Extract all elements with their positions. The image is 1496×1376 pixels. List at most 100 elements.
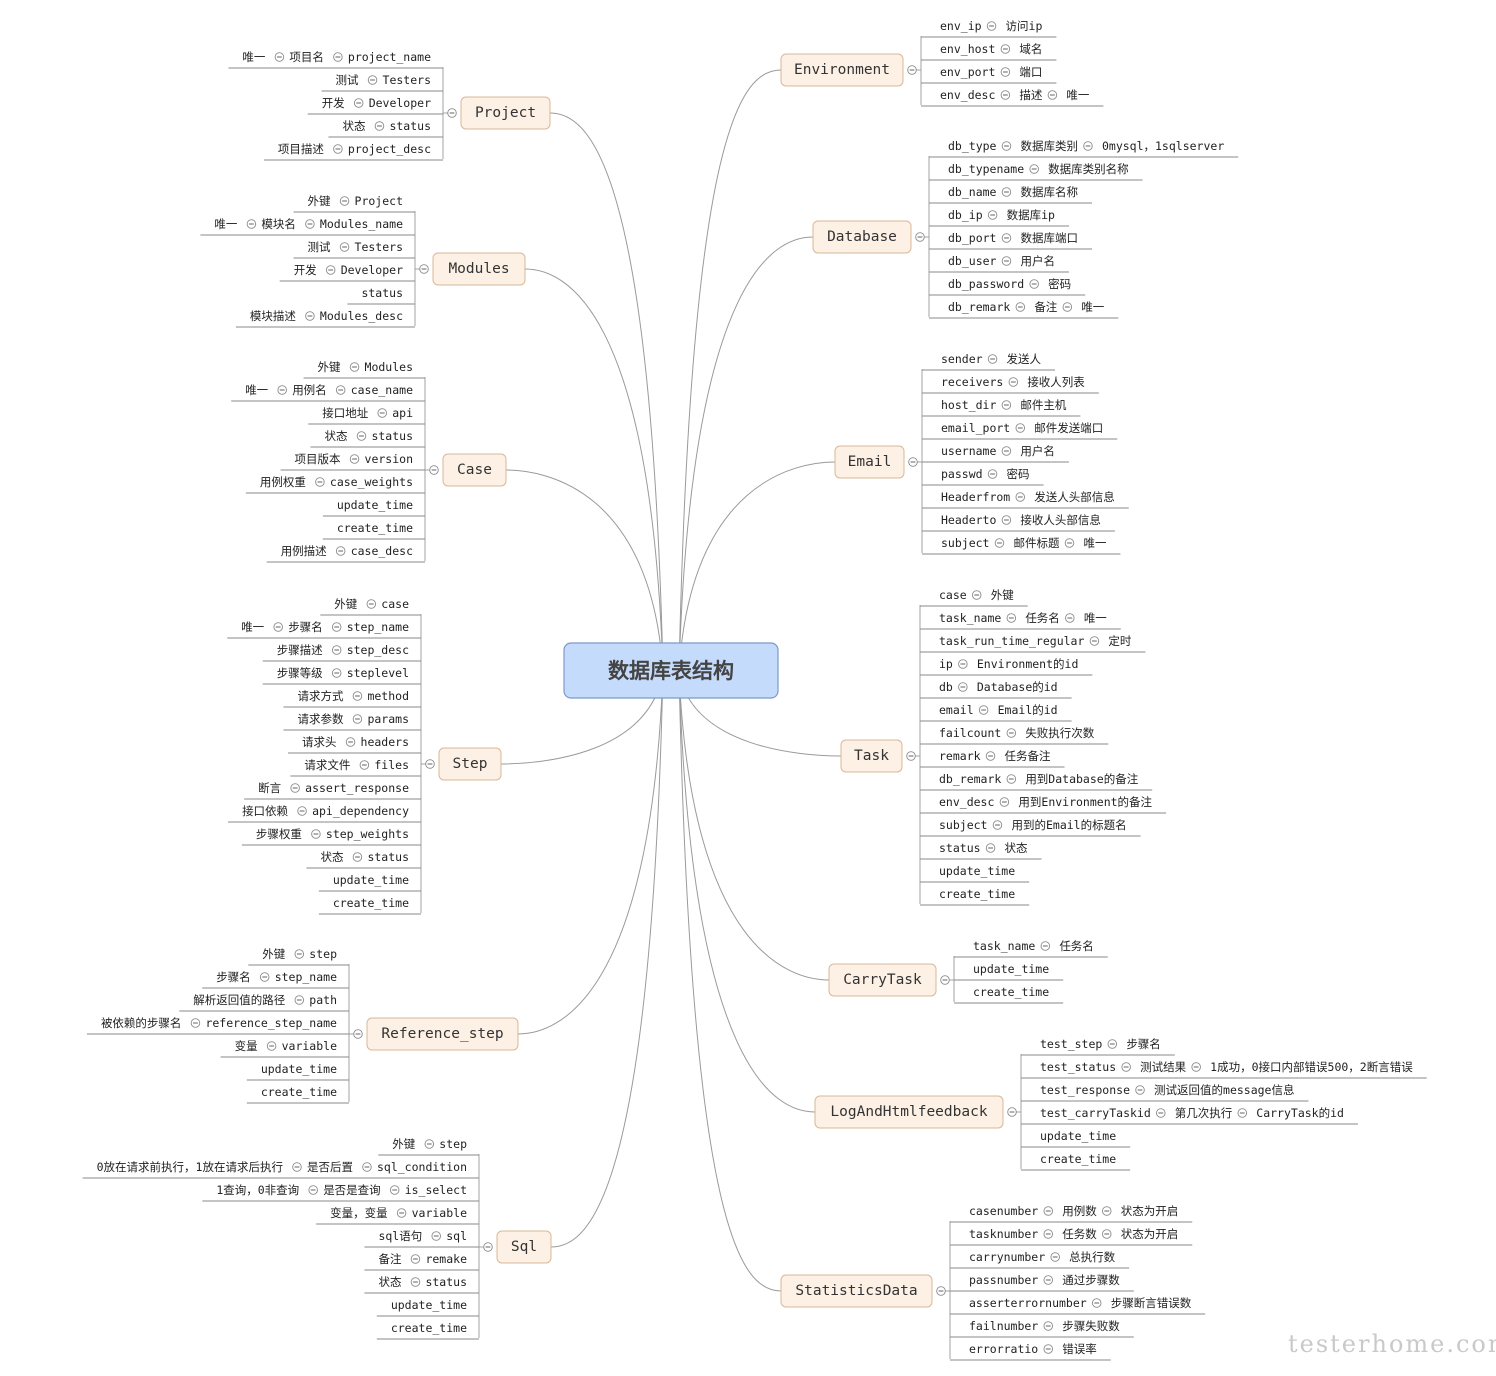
topic-box[interactable] <box>780 1274 933 1308</box>
collapse-icon[interactable] <box>335 385 346 395</box>
collapse-icon[interactable] <box>936 1286 946 1296</box>
collapse-icon[interactable] <box>311 829 321 839</box>
collapse-icon[interactable] <box>1015 302 1026 312</box>
field-row[interactable]: update_time <box>954 962 1064 981</box>
topic-box[interactable] <box>442 453 507 487</box>
collapse-icon[interactable] <box>1015 492 1026 502</box>
collapse-icon[interactable] <box>447 108 457 118</box>
collapse-icon[interactable] <box>389 1185 400 1195</box>
collapse-icon[interactable] <box>1015 423 1026 433</box>
collapse-icon[interactable] <box>985 843 996 853</box>
field-row[interactable]: update_time <box>920 864 1030 883</box>
collapse-icon[interactable] <box>940 975 950 985</box>
collapse-icon[interactable] <box>1007 1107 1017 1117</box>
collapse-icon[interactable] <box>915 232 925 242</box>
collapse-icon[interactable] <box>290 783 300 793</box>
collapse-icon[interactable] <box>1000 44 1011 54</box>
topic-box[interactable] <box>460 96 551 130</box>
topic-case[interactable]: CaseModules外键case_name用例名唯一api接口地址status… <box>231 360 507 563</box>
field-row[interactable]: create_time <box>954 985 1064 1004</box>
field-row[interactable]: status <box>347 286 415 305</box>
collapse-icon[interactable] <box>1043 1344 1053 1354</box>
collapse-icon[interactable] <box>1001 515 1012 525</box>
collapse-icon[interactable] <box>987 354 998 364</box>
collapse-icon[interactable] <box>1043 1229 1053 1239</box>
collapse-icon[interactable] <box>1006 613 1017 623</box>
field-row[interactable]: update_time <box>1021 1129 1131 1148</box>
collapse-icon[interactable] <box>331 645 342 655</box>
topic-box[interactable] <box>432 252 526 286</box>
collapse-icon[interactable] <box>1237 1108 1248 1118</box>
collapse-icon[interactable] <box>292 1162 302 1172</box>
collapse-icon[interactable] <box>353 1029 363 1039</box>
topic-box[interactable] <box>780 53 904 87</box>
collapse-icon[interactable] <box>339 196 350 206</box>
collapse-icon[interactable] <box>1101 1206 1112 1216</box>
collapse-icon[interactable] <box>987 469 998 479</box>
field-row[interactable]: update_time <box>376 1298 479 1317</box>
collapse-icon[interactable] <box>305 311 315 321</box>
collapse-icon[interactable] <box>353 98 364 108</box>
collapse-icon[interactable] <box>999 797 1010 807</box>
collapse-icon[interactable] <box>1091 1298 1102 1308</box>
collapse-icon[interactable] <box>1043 1275 1053 1285</box>
collapse-icon[interactable] <box>994 538 1005 548</box>
collapse-icon[interactable] <box>308 1185 318 1195</box>
topic-box[interactable] <box>828 963 937 997</box>
field-row[interactable]: update_time <box>322 498 425 517</box>
collapse-icon[interactable] <box>349 454 360 464</box>
collapse-icon[interactable] <box>335 546 346 556</box>
collapse-icon[interactable] <box>410 1277 421 1287</box>
collapse-icon[interactable] <box>419 264 429 274</box>
topic-box[interactable] <box>366 1017 519 1051</box>
collapse-icon[interactable] <box>1001 187 1012 197</box>
collapse-icon[interactable] <box>1062 302 1073 312</box>
collapse-icon[interactable] <box>1029 164 1039 174</box>
topic-box[interactable] <box>496 1230 552 1264</box>
collapse-icon[interactable] <box>359 760 370 770</box>
topic-project[interactable]: Projectproject_name项目名唯一Testers测试Develop… <box>228 50 551 161</box>
topic-box[interactable] <box>812 220 912 254</box>
central-topic[interactable]: 数据库表结构 <box>563 642 779 699</box>
field-row[interactable]: create_time <box>318 896 421 915</box>
collapse-icon[interactable] <box>907 65 917 75</box>
collapse-icon[interactable] <box>425 759 435 769</box>
central-topic-box[interactable] <box>563 642 779 699</box>
topic-reference_step[interactable]: Reference_stepstep外键step_name步骤名path解析返回… <box>86 947 519 1104</box>
collapse-icon[interactable] <box>1001 256 1012 266</box>
